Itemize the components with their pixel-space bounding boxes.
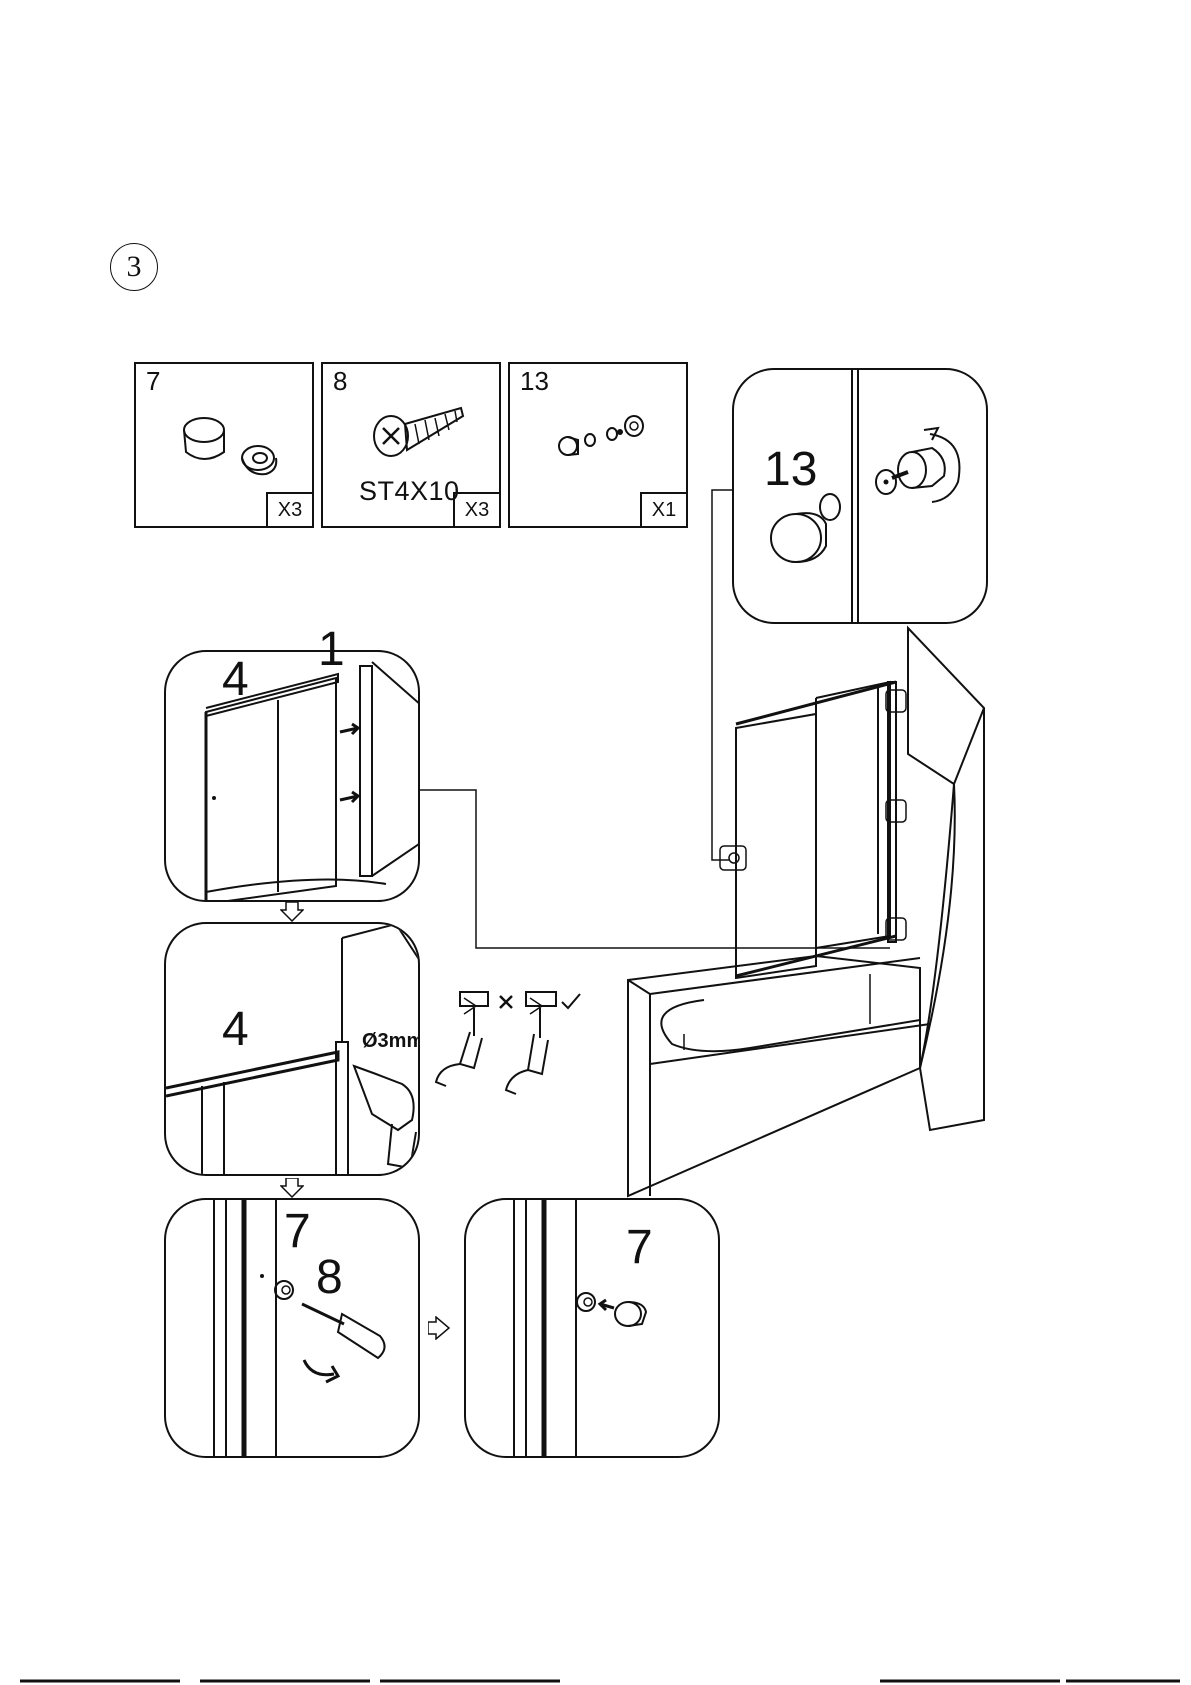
screw-code: ST4X10 <box>359 476 460 507</box>
part-quantity: X1 <box>640 492 686 526</box>
bathtub-assembly-drawing <box>620 624 1020 1204</box>
knob-assembly-drawing <box>734 370 988 624</box>
frame-label: 4 <box>222 656 249 704</box>
detail-drilling-panel: 4 Ø3mm <box>164 922 420 1176</box>
sleeve-label: 7 <box>284 1208 311 1256</box>
part-quantity: X3 <box>453 492 499 526</box>
detail-frame-wall-panel: 4 <box>164 650 420 902</box>
flow-arrow-right-icon <box>428 1316 450 1340</box>
detail-screw-panel: 7 8 <box>164 1198 420 1458</box>
detail-cap-panel: 7 <box>464 1198 720 1458</box>
part-number: 8 <box>333 368 347 394</box>
part-box-13: 13 X1 <box>508 362 688 528</box>
detail-knob-panel: 13 <box>732 368 988 624</box>
knob-icon <box>556 404 656 464</box>
part-quantity: X3 <box>266 492 312 526</box>
knob-label: 13 <box>764 446 817 494</box>
wall-profile-label: 1 <box>318 626 345 674</box>
sleeve-icon <box>176 404 286 484</box>
cap-press-drawing <box>466 1200 720 1458</box>
screw-label: 8 <box>316 1254 343 1302</box>
part-number: 7 <box>146 368 160 394</box>
flow-arrow-down-icon <box>280 1178 304 1198</box>
flow-arrow-down-icon <box>280 902 304 922</box>
screw-icon <box>363 386 473 466</box>
frame-to-wall-drawing <box>166 652 420 902</box>
part-box-8: 8 ST4X10 X3 <box>321 362 501 528</box>
drill-angle-guide <box>430 986 590 1098</box>
step-number-badge: 3 <box>110 243 158 291</box>
part-box-7: 7 X3 <box>134 362 314 528</box>
step-number: 3 <box>127 250 142 284</box>
frame-label: 4 <box>222 1006 249 1054</box>
part-number: 13 <box>520 368 549 394</box>
drill-size-label: Ø3mm <box>362 1030 420 1053</box>
page-edge <box>0 1677 1191 1685</box>
cap-label: 7 <box>626 1224 653 1272</box>
